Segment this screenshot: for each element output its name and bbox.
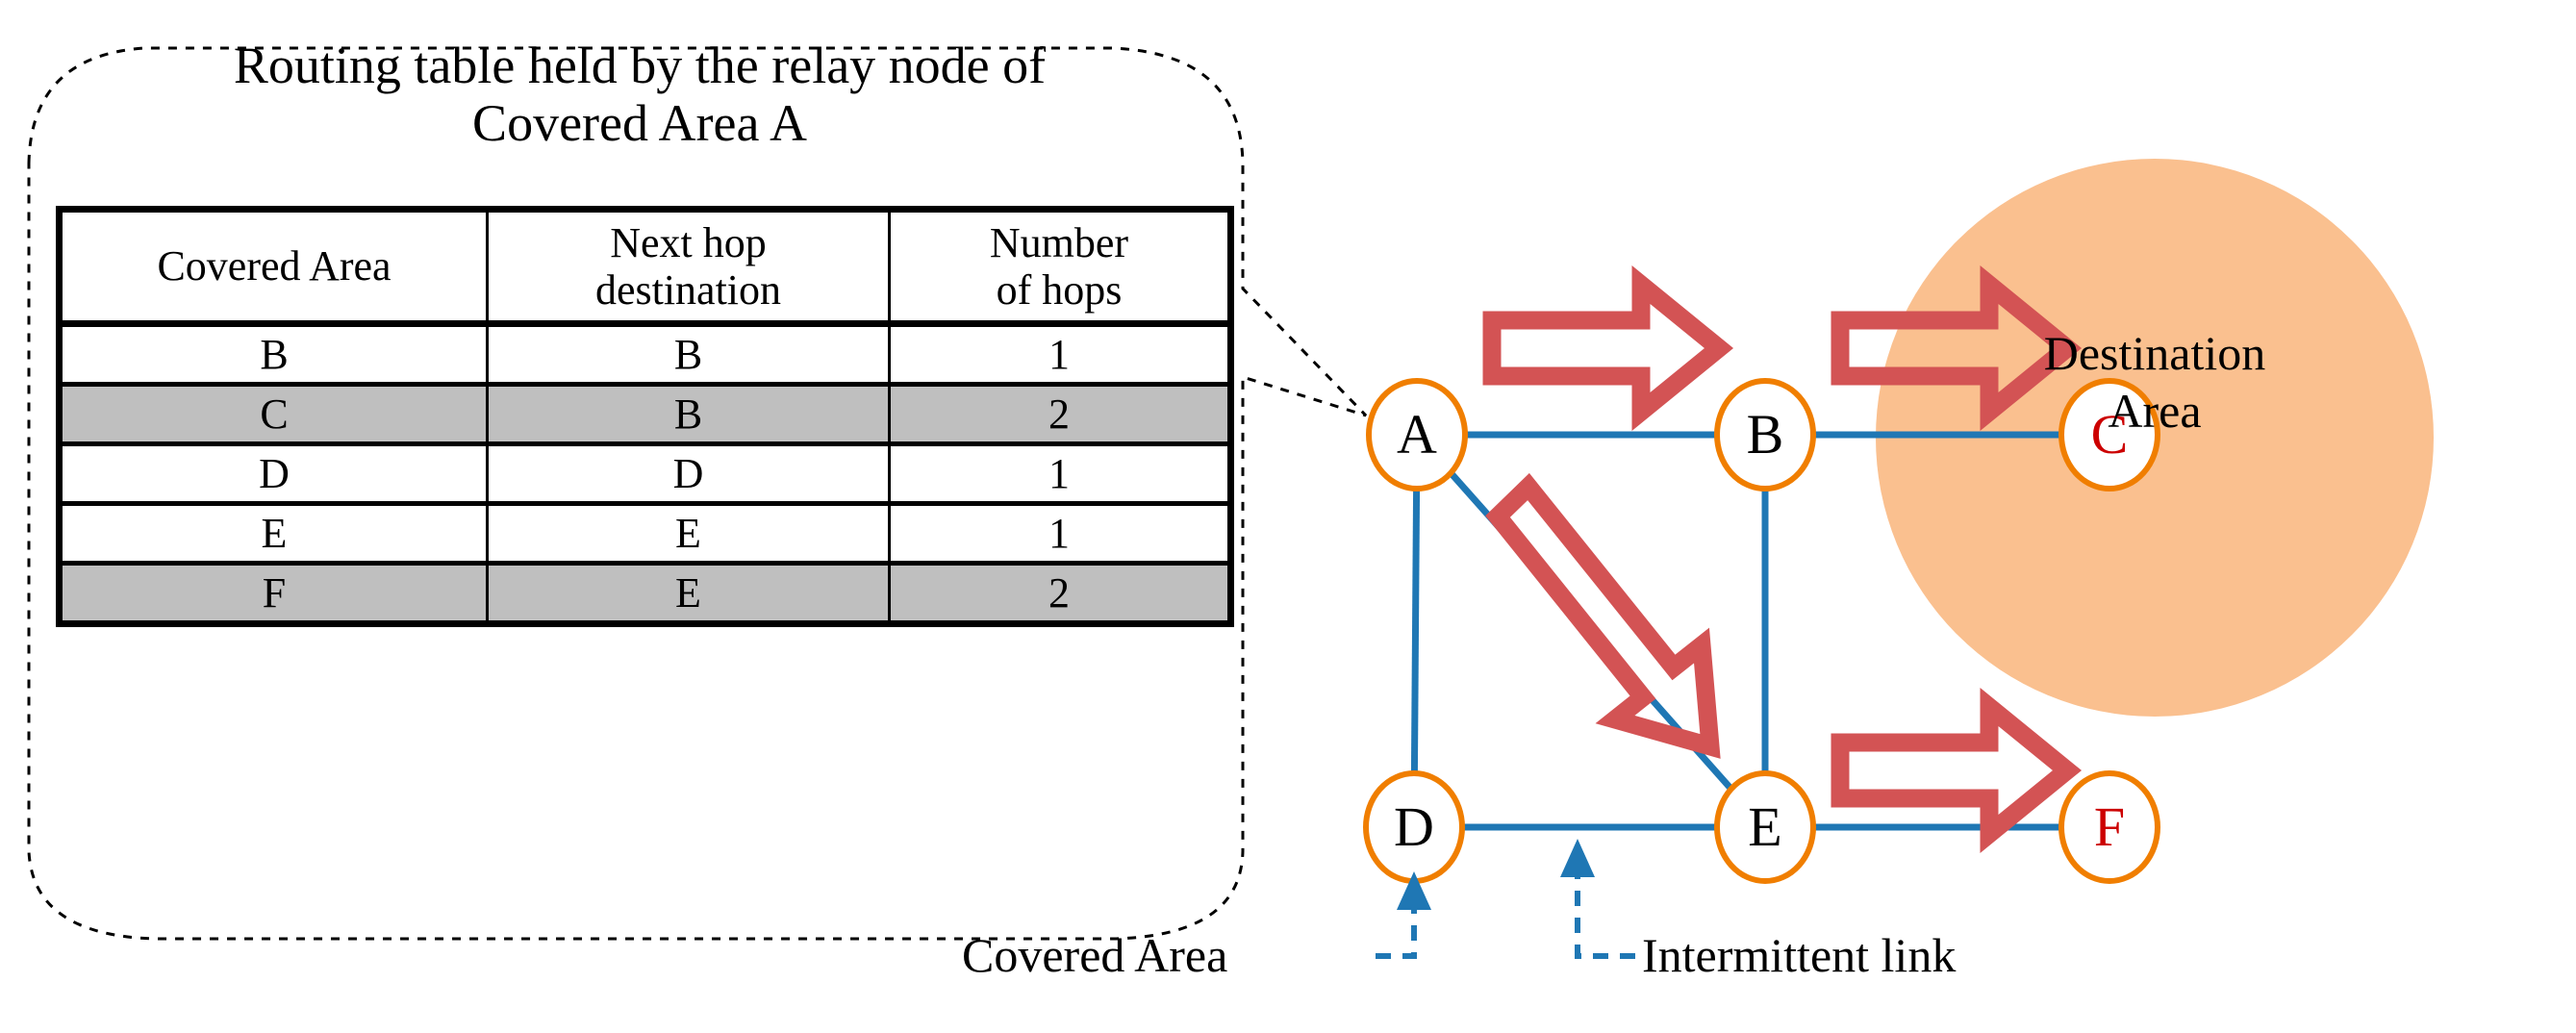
table-row: E E 1 [58, 501, 1232, 565]
cell-next-hop: D [486, 441, 891, 505]
legend-label-intermittent-link: Intermittent link [1642, 928, 1957, 982]
cell-covered-area: C [58, 382, 489, 445]
column-header-next-hop: Next hop destination [486, 208, 891, 327]
cell-covered-area: E [58, 501, 489, 565]
table-row: C B 2 [58, 382, 1232, 445]
callout-title: Routing table held by the relay node of … [233, 37, 1047, 153]
node-F-shape[interactable] [2058, 770, 2160, 884]
route-arrow-A-to-B-icon [1482, 265, 1734, 431]
legend-pointer-covered-area [1376, 899, 1417, 959]
node-D-shape[interactable] [1363, 770, 1465, 884]
table-row: D D 1 [58, 441, 1232, 505]
legend-pointer-arrowheads [1397, 839, 1595, 910]
legend-pointer-intermittent-link [1575, 868, 1635, 959]
table-row: B B 1 [58, 321, 1232, 386]
cell-hops: 2 [888, 382, 1232, 445]
cell-covered-area: F [58, 561, 489, 625]
legend-arrowhead-intermittent-link [1560, 839, 1595, 877]
node-B-shape[interactable] [1714, 378, 1816, 491]
cell-next-hop: E [486, 501, 891, 565]
cell-covered-area: B [58, 321, 489, 386]
cell-hops: 1 [888, 441, 1232, 505]
node-C-shape[interactable] [2058, 378, 2160, 491]
node-A-shape[interactable] [1366, 378, 1468, 491]
link-A-D [1410, 434, 1421, 828]
network-nodes [1363, 378, 2160, 884]
routing-table: Covered Area Next hop destination Number… [56, 206, 1234, 627]
cell-covered-area: D [58, 441, 489, 505]
cell-next-hop: B [486, 321, 891, 386]
cell-next-hop: B [486, 382, 891, 445]
cell-hops: 1 [888, 321, 1232, 386]
route-arrow-B-to-C-icon [1831, 265, 2083, 431]
legend-label-covered-area: Covered Area [962, 928, 1228, 982]
cell-hops: 2 [888, 561, 1232, 625]
cell-next-hop: E [486, 561, 891, 625]
table-header-row: Covered Area Next hop destination Number… [58, 208, 1232, 327]
column-header-number-of-hops: Number of hops [888, 208, 1232, 327]
destination-area-label: Destination Area [2043, 326, 2266, 438]
table-row: F E 2 [58, 561, 1232, 625]
node-E-shape[interactable] [1714, 770, 1816, 884]
column-header-covered-area: Covered Area [58, 208, 489, 327]
route-arrow-E-to-F-icon [1831, 688, 2083, 853]
callout-balloon-outline [27, 46, 1368, 941]
legend-pointers [1376, 868, 1635, 959]
cell-hops: 1 [888, 501, 1232, 565]
route-arrows [1482, 265, 2083, 853]
legend-arrowhead-covered-area [1397, 871, 1431, 910]
route-arrow-A-to-E-icon [1485, 472, 1721, 759]
